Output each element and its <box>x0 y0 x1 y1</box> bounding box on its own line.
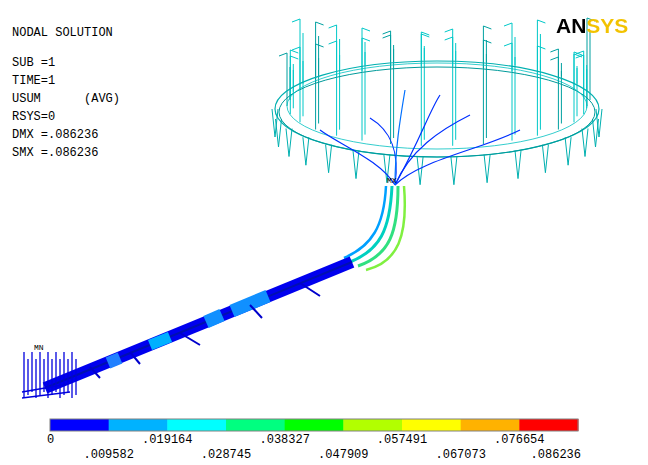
contour-swatch <box>285 419 344 431</box>
model-line <box>51 359 52 395</box>
model-line <box>542 145 548 173</box>
max-marker: MX <box>387 176 397 185</box>
model-line <box>483 40 491 144</box>
base-cluster <box>22 352 76 398</box>
model-line <box>504 23 515 71</box>
model-line <box>279 53 290 106</box>
model-line <box>537 20 545 76</box>
model-line <box>362 28 370 141</box>
model-line <box>35 359 36 398</box>
max-value: SMX =.086236 <box>12 146 98 160</box>
contour-swatch <box>343 419 402 431</box>
model-line <box>71 352 72 398</box>
scale-value: .076654 <box>494 433 544 447</box>
model-line <box>383 31 394 144</box>
contour-swatch <box>109 419 168 431</box>
model-line <box>59 359 60 398</box>
time-info: TIME=1 <box>12 74 55 88</box>
scale-value: 0 <box>47 433 54 447</box>
max-displacement: DMX =.086236 <box>12 128 98 142</box>
model-upper-lines <box>272 18 602 185</box>
model-line <box>22 384 70 398</box>
scale-value: .057491 <box>377 433 427 447</box>
model-line <box>515 151 521 179</box>
model-line <box>27 359 28 395</box>
model-line <box>504 43 515 141</box>
contour-swatch <box>461 419 520 431</box>
result-type: USUM (AVG) <box>12 92 120 106</box>
plot-title: NODAL SOLUTION <box>12 26 113 40</box>
contour-swatch <box>226 419 285 431</box>
scale-value: .067073 <box>436 448 486 462</box>
scale-value: .009582 <box>84 448 134 462</box>
model-line <box>537 46 545 136</box>
min-marker: MN <box>34 343 44 352</box>
model-line <box>43 359 44 392</box>
model-line <box>445 37 456 146</box>
main-pipe <box>45 262 352 388</box>
scale-value: .038327 <box>260 433 310 447</box>
contour-swatch <box>402 419 461 431</box>
riser-pipe <box>344 186 405 270</box>
contour-swatch <box>167 419 226 431</box>
model-line <box>593 119 599 147</box>
inner-pipes <box>320 90 520 185</box>
model-line <box>483 26 491 68</box>
model-line <box>286 129 292 157</box>
model-line <box>31 352 32 392</box>
model-line <box>417 157 423 185</box>
scale-value: .086236 <box>531 448 581 462</box>
coord-system: RSYS=0 <box>12 110 55 124</box>
contour-swatch <box>519 419 578 431</box>
model-line <box>47 352 48 398</box>
model-line <box>329 25 340 136</box>
scale-value: .019164 <box>142 433 192 447</box>
model-line <box>67 359 68 392</box>
contour-swatch <box>50 419 109 431</box>
model-line <box>451 157 457 185</box>
bar-frame <box>50 419 578 431</box>
scale-value: .047909 <box>318 448 368 462</box>
substep-info: SUB =1 <box>12 56 55 70</box>
model-line <box>63 352 64 395</box>
model-line <box>582 129 588 157</box>
model-line <box>326 145 332 173</box>
model-line <box>550 49 561 130</box>
scale-value: .028745 <box>201 448 251 462</box>
model-line <box>565 137 571 165</box>
ring <box>275 61 599 157</box>
model-line <box>303 137 309 165</box>
color-bar <box>50 419 579 431</box>
logo: ANSYS <box>556 14 628 38</box>
model-line <box>353 151 359 179</box>
model-line <box>75 359 76 395</box>
model-line <box>484 155 490 183</box>
